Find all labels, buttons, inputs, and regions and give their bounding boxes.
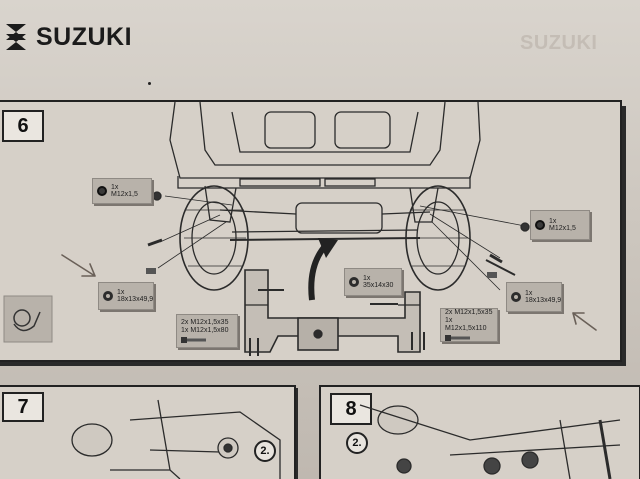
- step-7-number: 7: [2, 392, 44, 422]
- brand-header: SUZUKI: [2, 20, 132, 54]
- bolt-spec-line: 1x M12x1,5x80: [181, 326, 229, 334]
- spacer-label-text: 1x 18x13x49,9: [117, 289, 154, 303]
- suzuki-logo-icon: [6, 24, 26, 50]
- nut-icon: [535, 220, 545, 230]
- spacer-label-left: 1x 18x13x49,9: [98, 282, 154, 310]
- spacer-label-center: 1x 35x14x30: [344, 268, 402, 296]
- nut-label-text: 1x M12x1,5: [549, 218, 576, 232]
- nut-label-left: 1x M12x1,5: [92, 178, 152, 204]
- bolt-label-lines: 2x M12x1,5x35 1x M12x1,5x110: [445, 309, 493, 333]
- step-7-callout: 2.: [254, 440, 276, 462]
- brand-name: SUZUKI: [36, 22, 133, 51]
- bolt-label-left: 2x M12x1,5x35 1x M12x1,5x80: [176, 314, 238, 348]
- bolt-label-lines: 2x M12x1,5x35 1x M12x1,5x80: [181, 319, 228, 335]
- speck: [148, 82, 151, 85]
- bolt-label-right: 2x M12x1,5x35 1x M12x1,5x110: [440, 308, 498, 342]
- bolt-spec-line: 1x M12x1,5x110: [445, 316, 487, 332]
- bolt-spec-line: 2x M12x1,5x35: [445, 308, 493, 316]
- step-8-callout: 2.: [346, 432, 368, 454]
- step-6-number: 6: [2, 110, 44, 142]
- bolt-icon: [445, 334, 470, 341]
- nut-label-right: 1x M12x1,5: [530, 210, 590, 240]
- washer-icon: [511, 292, 521, 302]
- spacer-label-right: 1x 18x13x49,9: [506, 282, 562, 312]
- washer-icon: [349, 277, 359, 287]
- bleed-through-brand: SUZUKI: [520, 32, 598, 54]
- nut-icon: [97, 186, 107, 196]
- step-7-panel: [0, 385, 296, 479]
- spacer-label-text: 1x 18x13x49,9: [525, 290, 562, 304]
- step-8-panel: [319, 385, 640, 479]
- nut-label-text: 1x M12x1,5: [111, 184, 138, 198]
- washer-icon: [103, 291, 113, 301]
- bolt-spec-line: 2x M12x1,5x35: [181, 318, 229, 326]
- spacer-label-text: 1x 35x14x30: [363, 275, 394, 289]
- bolt-icon: [181, 336, 206, 343]
- up-arrow-icon: [318, 238, 338, 258]
